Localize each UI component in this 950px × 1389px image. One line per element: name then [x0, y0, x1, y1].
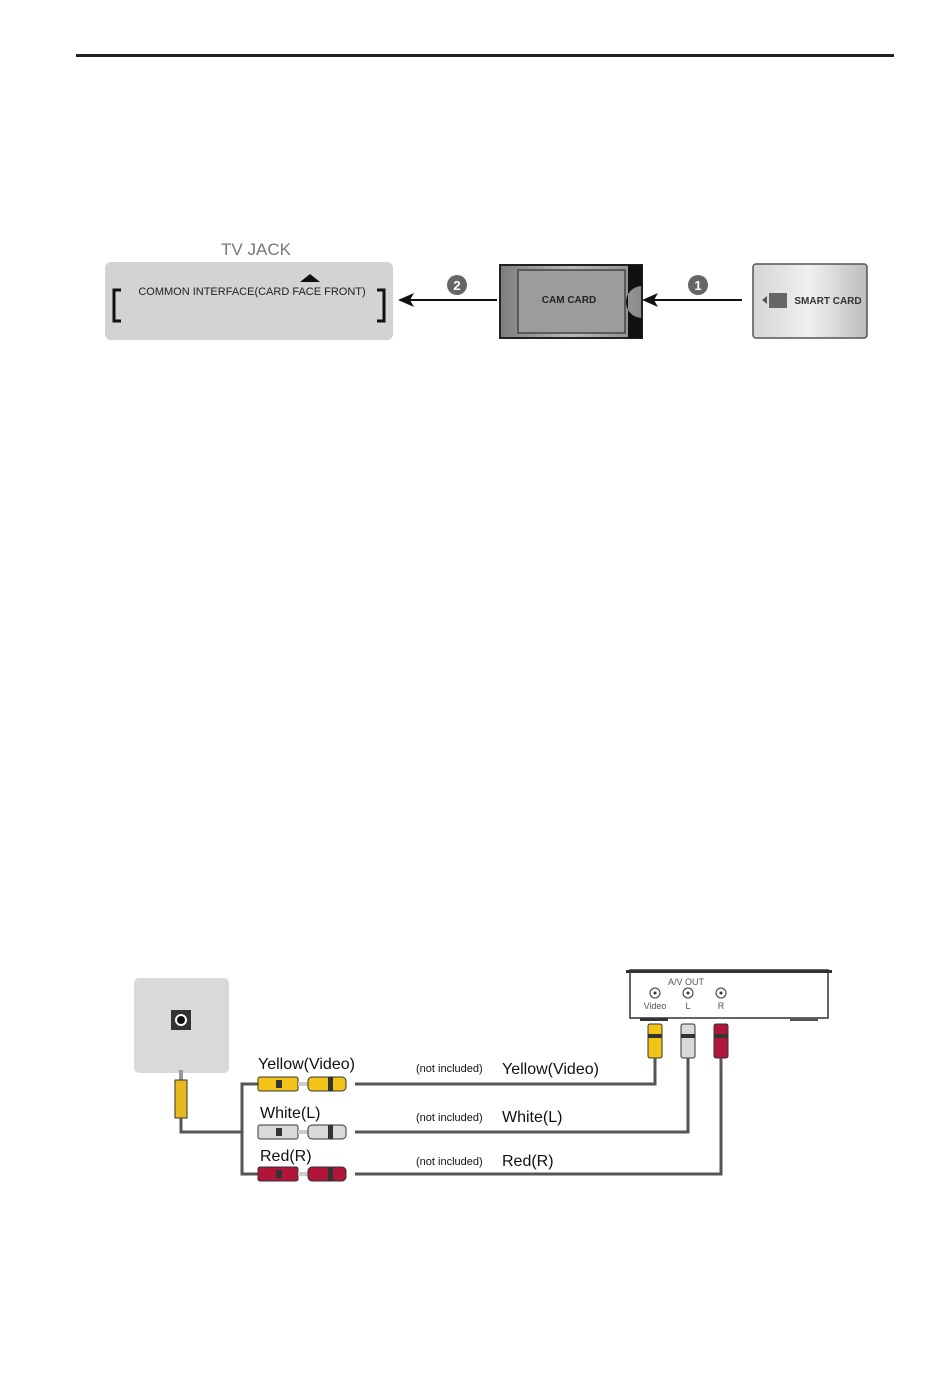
up-triangle-icon	[300, 274, 320, 282]
right-label-white: White(L)	[502, 1109, 562, 1126]
note-red: (not included)	[416, 1156, 483, 1168]
left-bracket	[112, 288, 121, 323]
port-label-r: R	[718, 1001, 725, 1011]
left-label-red: Red(R)	[260, 1148, 312, 1165]
cam-card-notch	[626, 265, 642, 338]
arrow-left-icon	[398, 293, 414, 307]
note-white: (not included)	[416, 1112, 483, 1124]
right-bracket	[377, 288, 386, 323]
rca-pair-yellow	[257, 1076, 347, 1092]
tv-jack-slot	[105, 262, 393, 340]
right-label-yellow: Yellow(Video)	[502, 1061, 599, 1078]
left-pointer-icon	[762, 296, 767, 304]
step-1-number: 1	[694, 278, 701, 293]
note-yellow: (not included)	[416, 1063, 483, 1075]
arrow-left-icon	[642, 293, 658, 307]
plug-red-device	[713, 1023, 729, 1059]
mini-jack-cable	[179, 1118, 242, 1134]
plug-white-device	[680, 1023, 696, 1059]
av-out-label: A/V OUT	[668, 977, 705, 987]
slot-label: COMMON INTERFACE(CARD FACE FRONT)	[138, 286, 365, 298]
mini-jack-plug	[174, 1079, 188, 1119]
smart-card-label: SMART CARD	[794, 296, 861, 307]
right-label-red: Red(R)	[502, 1153, 554, 1170]
tv-jack-title: TV JACK	[221, 240, 292, 259]
left-label-yellow: Yellow(Video)	[258, 1056, 355, 1073]
cam-card-label: CAM CARD	[542, 295, 596, 306]
port-label-l: L	[685, 1001, 690, 1011]
header-rule	[76, 54, 894, 57]
left-label-white: White(L)	[260, 1105, 320, 1122]
av-source-device	[629, 969, 829, 1019]
cam-card-face	[517, 269, 626, 334]
step-2-number: 2	[453, 278, 460, 293]
cam-card-diagram: TV JACK COMMON INTERFACE(CARD FACE FRONT…	[105, 240, 868, 340]
rca-pair-white	[257, 1124, 347, 1140]
splitter-cable	[240, 1082, 258, 1176]
step-2-badge	[447, 275, 467, 295]
plug-yellow-device	[647, 1023, 663, 1059]
smart-card	[752, 263, 868, 339]
chip-icon	[769, 293, 787, 308]
av-connection-diagram: A/V OUT Video L R Yellow(Video) White(L)…	[134, 969, 832, 1182]
cable-white	[355, 1058, 690, 1134]
cable-red	[355, 1058, 723, 1176]
rca-pair-red	[257, 1166, 347, 1182]
port-label-video: Video	[644, 1001, 667, 1011]
cable-yellow	[355, 1058, 657, 1086]
step-1-badge	[688, 275, 708, 295]
